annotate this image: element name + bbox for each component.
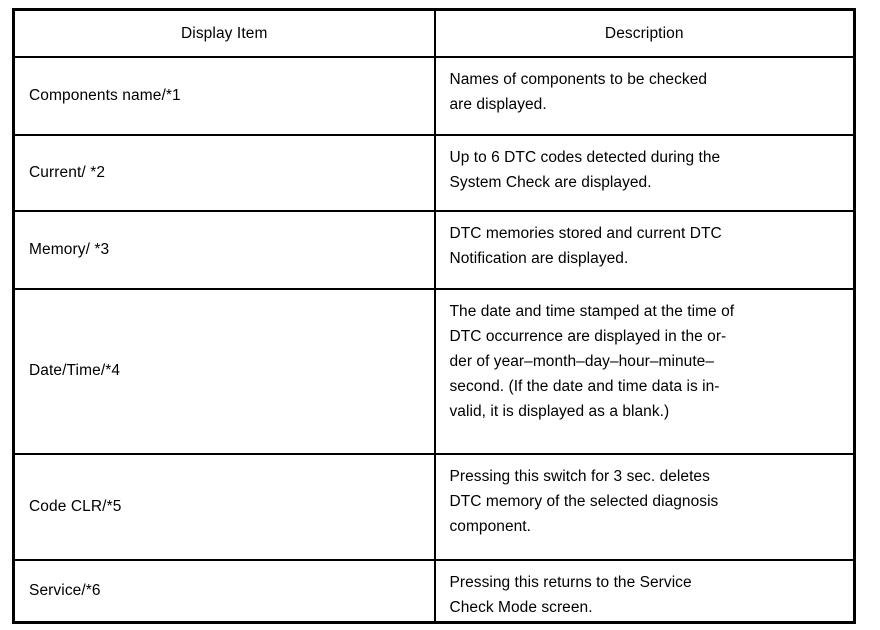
table-row: Components name/*1 Names of components t… [12, 55, 856, 136]
column-header-display-item-label: Display Item [181, 24, 268, 42]
description-cell: The date and time stamped at the time of… [433, 287, 856, 455]
table-header-row: Display Item Description [12, 8, 856, 58]
display-item-cell: Memory/ *3 [12, 209, 436, 290]
display-item-cell: Code CLR/*5 [12, 452, 436, 561]
table-row: Code CLR/*5 Pressing this switch for 3 s… [12, 452, 856, 561]
description-text: DTC memories stored and current DTC Noti… [449, 224, 722, 267]
display-item-cell: Current/ *2 [12, 133, 436, 212]
description-text: Names of components to be checked are di… [449, 70, 708, 113]
display-item-cell: Service/*6 [12, 558, 436, 624]
table-header: Display Item Description [12, 8, 856, 58]
column-header-description-label: Description [604, 24, 684, 42]
table-row: Current/ *2 Up to 6 DTC codes detected d… [12, 133, 856, 212]
display-item-label: Code CLR/*5 [29, 497, 122, 515]
display-item-cell: Date/Time/*4 [12, 287, 436, 455]
table-row: Date/Time/*4 The date and time stamped a… [12, 287, 856, 455]
column-header-description: Description [433, 8, 856, 58]
description-text: The date and time stamped at the time of… [449, 302, 735, 420]
display-item-description-table: Display Item Description Components name… [12, 8, 856, 624]
display-item-label: Components name/*1 [29, 86, 181, 104]
description-text: Up to 6 DTC codes detected during the Sy… [449, 148, 721, 191]
display-item-cell: Components name/*1 [12, 55, 436, 136]
table-row: Service/*6 Pressing this returns to the … [12, 558, 856, 624]
display-item-label: Current/ *2 [29, 163, 106, 181]
description-cell: Names of components to be checked are di… [433, 55, 856, 136]
description-cell: DTC memories stored and current DTC Noti… [433, 209, 856, 290]
display-item-label: Service/*6 [29, 582, 101, 599]
description-cell: Pressing this switch for 3 sec. deletes … [433, 452, 856, 561]
description-cell: Pressing this returns to the Service Che… [433, 558, 856, 624]
description-text: Pressing this returns to the Service Che… [449, 573, 692, 616]
column-header-display-item: Display Item [12, 8, 436, 58]
display-item-label: Memory/ *3 [29, 240, 110, 258]
table-body: Components name/*1 Names of components t… [12, 55, 856, 624]
description-text: Pressing this switch for 3 sec. deletes … [449, 467, 719, 535]
display-item-label: Date/Time/*4 [29, 362, 121, 380]
description-cell: Up to 6 DTC codes detected during the Sy… [433, 133, 856, 212]
table-row: Memory/ *3 DTC memories stored and curre… [12, 209, 856, 290]
